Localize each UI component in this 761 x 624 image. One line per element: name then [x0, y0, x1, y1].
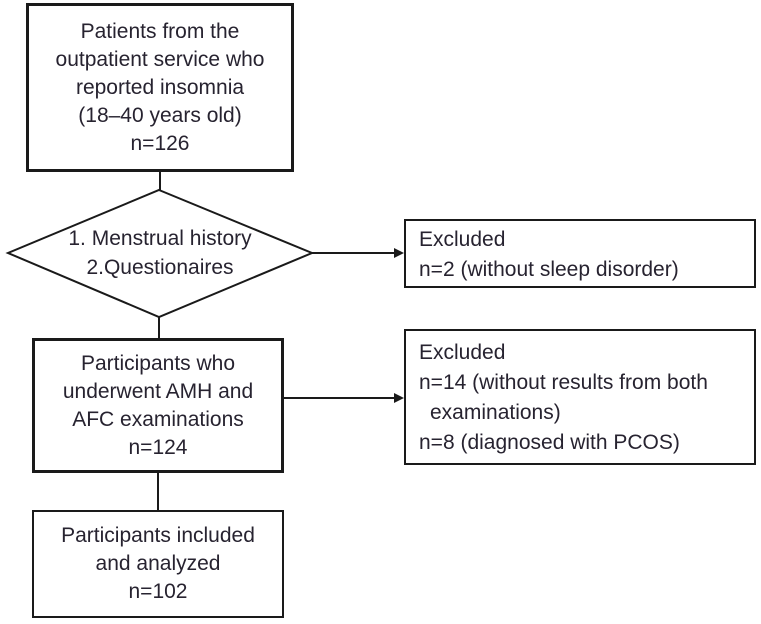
text-line: AFC examinations [72, 407, 244, 431]
text-line: n=126 [130, 131, 190, 155]
decision-diamond-label: 1. Menstrual history 2.Questionaires [8, 224, 312, 282]
text-line: outpatient service who [55, 47, 265, 71]
text-line: reported insomnia [75, 75, 245, 99]
text-line: examinations) [430, 401, 561, 424]
bottom-box-analyzed: Participants included and analyzed n=102 [32, 510, 284, 618]
text-line: Excluded [419, 341, 506, 364]
excluded-box-examinations-pcos: Excluded n=14 (without results from both… [404, 329, 756, 465]
text-line: n=102 [128, 580, 188, 603]
text-line: Patients from the [80, 19, 240, 43]
text-line: Excluded [419, 228, 506, 251]
text-line: and analyzed [95, 552, 221, 575]
text-line: n=2 (without sleep disorder) [419, 258, 679, 281]
top-box-patients: Patients from the outpatient service who… [26, 3, 294, 172]
middle-box-examinations: Participants who underwent AMH and AFC e… [32, 338, 284, 473]
text-line: n=14 (without results from both [419, 371, 708, 394]
text-line: n=124 [128, 435, 188, 459]
text-line: Participants who [80, 351, 236, 375]
text-line: n=8 (diagnosed with PCOS) [419, 431, 680, 454]
text-line: 1. Menstrual history [68, 227, 252, 250]
text-line: underwent AMH and [62, 379, 254, 403]
text-line: 2.Questionaires [86, 256, 234, 279]
arrowhead-excluded2-icon [394, 393, 404, 403]
arrowhead-excluded1-icon [394, 248, 404, 258]
text-line: (18–40 years old) [78, 103, 242, 127]
excluded-box-sleep-disorder: Excluded n=2 (without sleep disorder) [404, 219, 756, 288]
text-line: Participants included [61, 524, 255, 547]
